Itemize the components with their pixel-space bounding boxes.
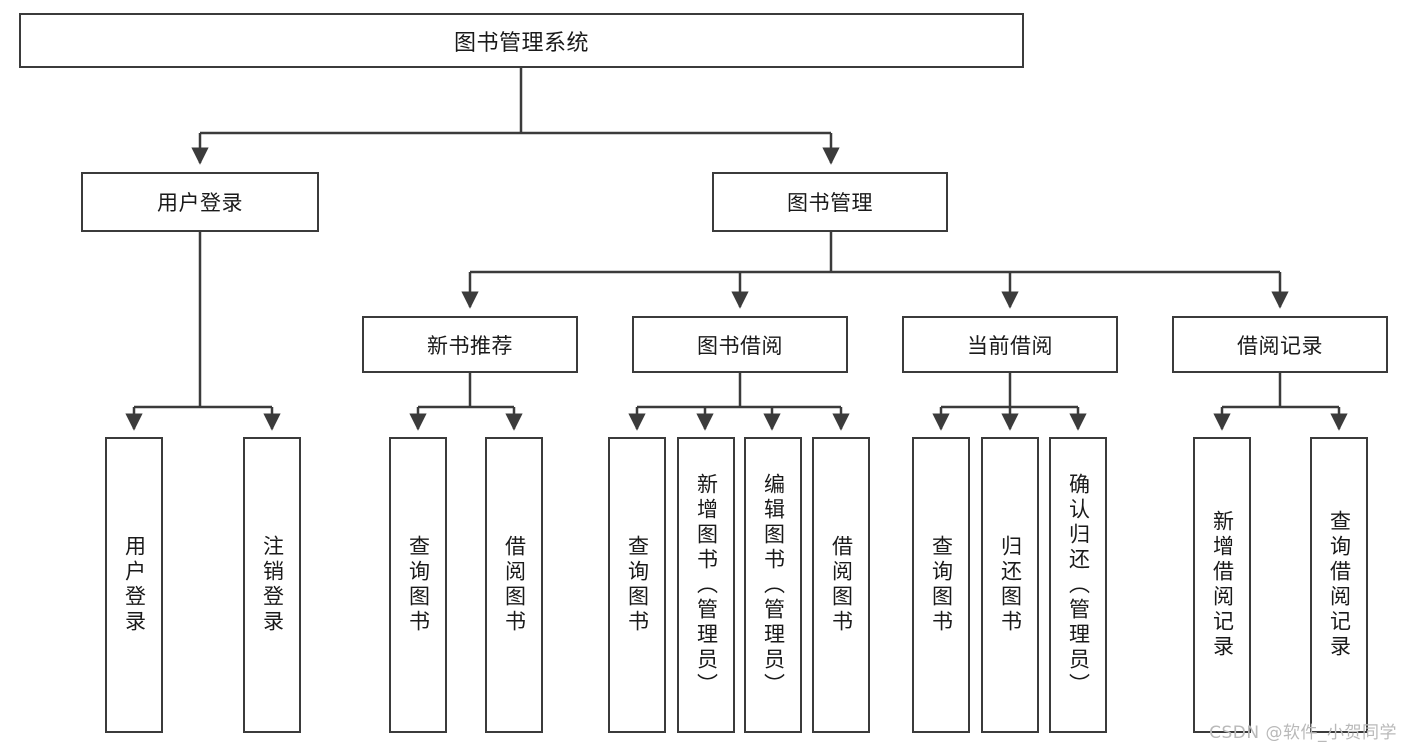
node-label: 查询图书 — [406, 535, 431, 635]
node-leaf-edit-book[interactable]: 编辑图书（管理员） — [744, 437, 802, 733]
node-label: 确认归还（管理员） — [1066, 472, 1091, 698]
node-borrow-record[interactable]: 借阅记录 — [1172, 316, 1388, 373]
node-label: 用户登录 — [157, 191, 243, 215]
node-label: 图书管理系统 — [453, 30, 589, 56]
node-leaf-query-book-3[interactable]: 查询图书 — [912, 437, 970, 733]
node-leaf-borrow-book-2[interactable]: 借阅图书 — [812, 437, 870, 733]
node-label: 图书管理 — [787, 191, 873, 215]
node-leaf-query-book-1[interactable]: 查询图书 — [389, 437, 447, 733]
node-leaf-confirm-return[interactable]: 确认归还（管理员） — [1049, 437, 1107, 733]
node-book-borrow[interactable]: 图书借阅 — [632, 316, 848, 373]
node-leaf-add-book[interactable]: 新增图书（管理员） — [677, 437, 735, 733]
node-leaf-add-borrow-record[interactable]: 新增借阅记录 — [1193, 437, 1251, 733]
node-label: 借阅记录 — [1237, 333, 1323, 358]
node-label: 当前借阅 — [967, 333, 1053, 358]
node-label: 注销登录 — [260, 535, 285, 635]
node-leaf-logout-login[interactable]: 注销登录 — [243, 437, 301, 733]
node-current-borrow[interactable]: 当前借阅 — [902, 316, 1118, 373]
node-label: 编辑图书（管理员） — [761, 472, 786, 698]
node-label: 借阅图书 — [829, 535, 854, 635]
node-label: 归还图书 — [998, 535, 1023, 635]
node-label: 新增图书（管理员） — [694, 472, 719, 698]
node-label: 查询图书 — [625, 535, 650, 635]
csdn-watermark: CSDN @软件_小贺同学 — [1209, 723, 1397, 743]
node-leaf-user-login[interactable]: 用户登录 — [105, 437, 163, 733]
node-leaf-return-book[interactable]: 归还图书 — [981, 437, 1039, 733]
node-label: 用户登录 — [122, 535, 147, 635]
node-label: 新增借阅记录 — [1210, 510, 1235, 660]
node-book-management[interactable]: 图书管理 — [712, 172, 948, 232]
node-label: 查询借阅记录 — [1327, 510, 1352, 660]
node-leaf-borrow-book-1[interactable]: 借阅图书 — [485, 437, 543, 733]
node-leaf-query-book-2[interactable]: 查询图书 — [608, 437, 666, 733]
node-label: 新书推荐 — [427, 333, 513, 358]
node-root-system[interactable]: 图书管理系统 — [19, 13, 1024, 68]
node-new-book-recommend[interactable]: 新书推荐 — [362, 316, 578, 373]
node-label: 图书借阅 — [697, 333, 783, 358]
node-label: 查询图书 — [929, 535, 954, 635]
node-leaf-query-borrow-record[interactable]: 查询借阅记录 — [1310, 437, 1368, 733]
node-user-login[interactable]: 用户登录 — [81, 172, 319, 232]
node-label: 借阅图书 — [502, 535, 527, 635]
